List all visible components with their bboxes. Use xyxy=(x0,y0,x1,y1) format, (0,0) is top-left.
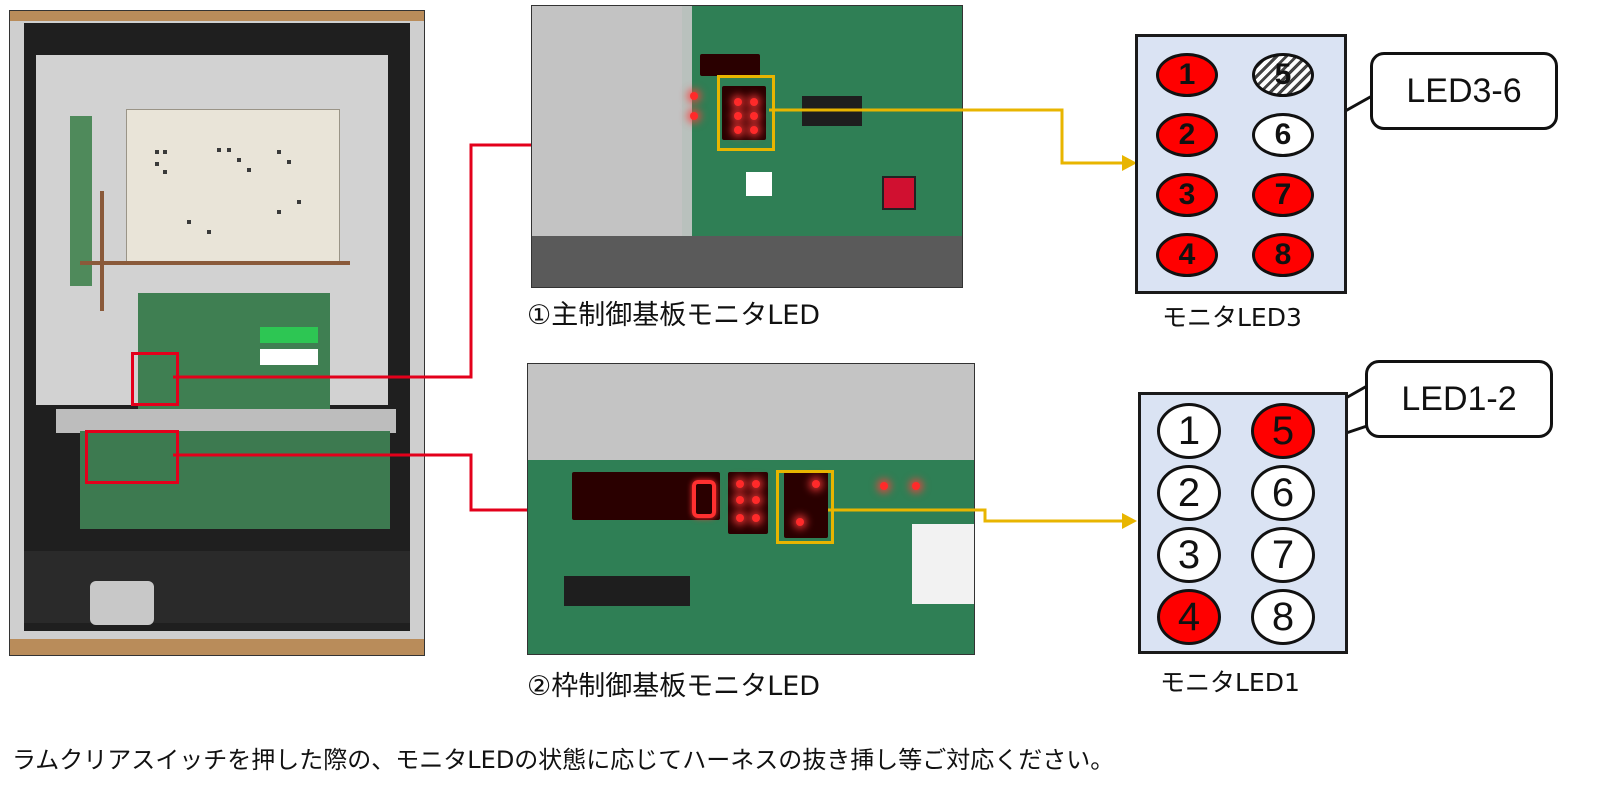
main-board-led-photo xyxy=(531,5,963,288)
ic-chip xyxy=(564,576,690,606)
photo2-caption: ②枠制御基板モニタLED xyxy=(527,671,821,702)
led1-7: 7 xyxy=(1251,527,1315,583)
yellow-line-led1 xyxy=(828,508,1130,523)
yellow-arrow-led1 xyxy=(1122,513,1137,529)
green-label xyxy=(260,327,318,343)
wood-frame-top xyxy=(10,11,424,21)
frame-board-led-photo xyxy=(527,363,975,655)
speaker xyxy=(90,581,154,625)
side-board xyxy=(70,116,92,286)
led1-matrix xyxy=(784,472,828,538)
monitor-led1-diagram: 1 5 2 6 3 7 4 8 xyxy=(1138,392,1348,654)
led3-3: 3 xyxy=(1156,173,1218,217)
led3-8: 8 xyxy=(1252,233,1314,277)
led1-6: 6 xyxy=(1251,465,1315,521)
led1-1: 1 xyxy=(1157,403,1221,459)
diagram2-title: モニタLED1 xyxy=(1160,668,1300,697)
led3-5: 5 xyxy=(1252,53,1314,97)
monitor-led3-diagram: 1 5 2 6 3 7 4 8 xyxy=(1135,34,1347,294)
seven-segment-display xyxy=(700,54,760,76)
white-label xyxy=(260,349,318,365)
instruction-text: ラムクリアスイッチを押した際の、モニタLEDの状態に応じてハーネスの抜き挿し等ご… xyxy=(12,746,1115,774)
wood-frame-bottom xyxy=(10,639,424,655)
led3-6-callout: LED3-6 xyxy=(1370,52,1558,130)
led1-2-callout: LED1-2 xyxy=(1365,360,1553,438)
machine-photo xyxy=(9,10,425,656)
red-line-frame xyxy=(173,453,527,512)
led1-8: 8 xyxy=(1251,589,1315,645)
photo1-caption: ①主制御基板モニタLED xyxy=(527,300,821,331)
led3-2: 2 xyxy=(1156,113,1218,157)
yellow-line-led3 xyxy=(769,108,1130,165)
qr-code xyxy=(746,172,772,196)
diagram1-title: モニタLED3 xyxy=(1162,303,1302,332)
led3-1: 1 xyxy=(1156,53,1218,97)
connector xyxy=(882,176,916,210)
upper-board-cover xyxy=(126,109,340,263)
label-sticker xyxy=(912,524,974,604)
frame-control-board xyxy=(80,431,390,529)
led3-4: 4 xyxy=(1156,233,1218,277)
frame-board-cover xyxy=(56,409,396,433)
wire-harness xyxy=(100,191,104,311)
led1-4: 4 xyxy=(1157,589,1221,645)
led1-3: 3 xyxy=(1157,527,1221,583)
main-board-highlight xyxy=(131,352,179,406)
led2-matrix xyxy=(728,472,768,534)
led3-6: 6 xyxy=(1252,113,1314,157)
red-line-main xyxy=(173,143,531,379)
frame-board-highlight xyxy=(85,430,179,484)
yellow-arrow-led3 xyxy=(1122,155,1137,171)
led-matrix xyxy=(722,86,766,140)
lower-panel xyxy=(24,551,410,623)
led1-2: 2 xyxy=(1157,465,1221,521)
led1-5: 5 xyxy=(1251,403,1315,459)
wire-harness xyxy=(80,261,350,265)
led1-highlight xyxy=(776,470,834,544)
led3-7: 7 xyxy=(1252,173,1314,217)
led3-highlight xyxy=(717,75,775,151)
